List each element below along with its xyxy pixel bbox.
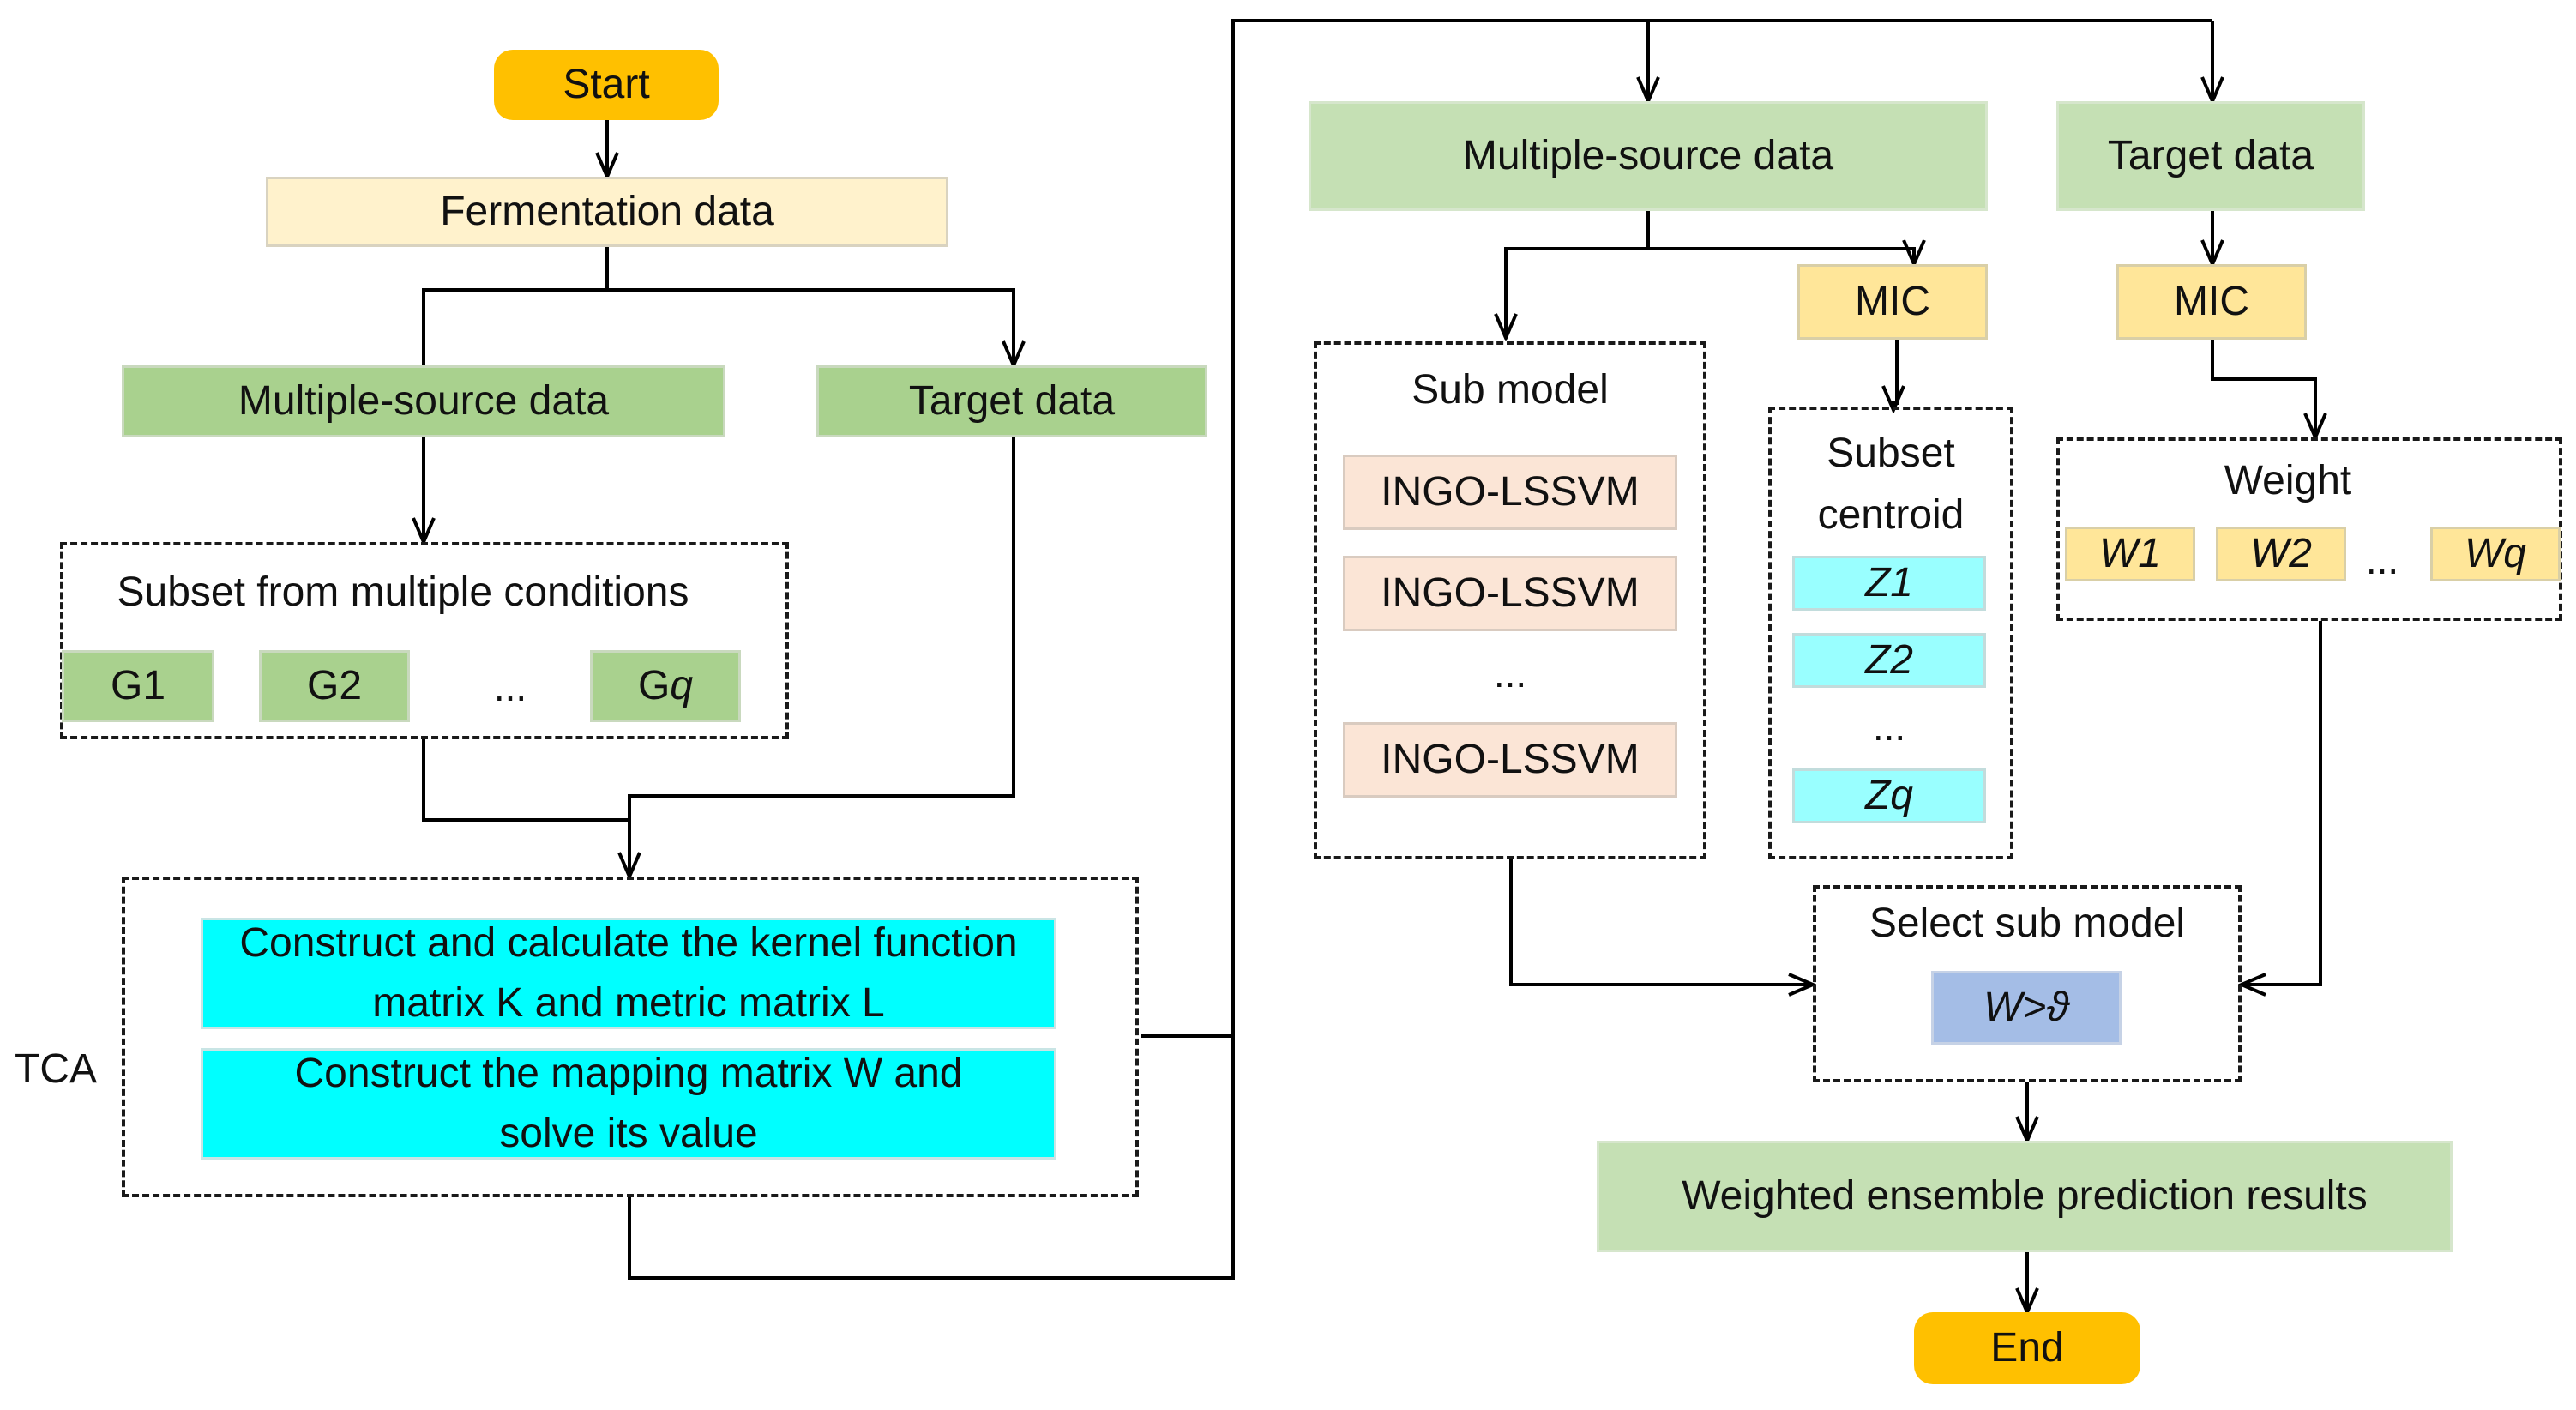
sub-model-item-label: INGO-LSSVM [1381, 737, 1640, 783]
arrow-weight-to-select [2242, 621, 2322, 985]
fermentation-data-box: Fermentation data [266, 177, 948, 247]
kernel-matrix-step: Construct and calculate the kernel funct… [201, 918, 1056, 1029]
end-terminal: End [1914, 1312, 2140, 1384]
arrow-target-to-tca [629, 437, 1015, 877]
centroid-item: Z1 [1792, 556, 1986, 611]
subset-centroid-title-line1: Subset [1827, 431, 1955, 476]
arrow-mic-to-weight [2211, 340, 2315, 437]
weight-item-label: W1 [2099, 531, 2161, 577]
subset-gq-label: Gq [638, 656, 693, 716]
select-threshold-box: W>ϑ [1931, 971, 2122, 1045]
centroid-item-label: Zq [1864, 773, 1913, 819]
subset-centroid-title-line2: centroid [1817, 492, 1965, 538]
weight-item: Wq [2430, 527, 2561, 581]
select-threshold-label: W>ϑ [1983, 985, 2069, 1031]
line-top-loop [1231, 19, 2212, 1036]
right-target-data-box: Target data [2056, 101, 2365, 211]
subset-group [60, 542, 789, 739]
start-terminal: Start [494, 50, 719, 120]
select-sub-model-group [1813, 885, 2242, 1082]
centroid-ellipsis: ... [1872, 704, 1906, 749]
subset-g1-label: G1 [110, 663, 166, 709]
arrow-mic-to-centroid [1893, 340, 1897, 410]
arrow-fermentation-split [422, 247, 1014, 365]
centroid-item: Zq [1792, 768, 1986, 823]
centroid-item: Z2 [1792, 633, 1986, 688]
sub-model-item: INGO-LSSVM [1343, 556, 1677, 631]
arrow-multisource-to-mic [1648, 249, 1914, 264]
tca-label: TCA [15, 1046, 97, 1092]
left-multiple-source-label: Multiple-source data [238, 378, 610, 425]
kernel-matrix-step-label: Construct and calculate the kernel funct… [239, 920, 1018, 1026]
subset-title: Subset from multiple conditions [117, 569, 689, 615]
weight-ellipsis: ... [2365, 538, 2399, 582]
weight-item-label: W2 [2250, 531, 2312, 577]
sub-model-item: INGO-LSSVM [1343, 455, 1677, 530]
mic-source-label: MIC [1855, 279, 1930, 325]
mic-source-box: MIC [1797, 264, 1988, 340]
subset-gq-prefix: G [637, 663, 671, 709]
sub-model-item-label: INGO-LSSVM [1381, 570, 1640, 617]
subset-g1: G1 [62, 650, 214, 722]
subset-centroid-group [1768, 407, 2013, 859]
mapping-matrix-step-label: Construct the mapping matrix W and solve… [294, 1051, 963, 1156]
left-target-data-box: Target data [816, 365, 1207, 437]
select-sub-model-title: Select sub model [1869, 901, 2186, 946]
weight-item-label: Wq [2465, 531, 2526, 577]
mic-target-label: MIC [2174, 279, 2249, 325]
start-label: Start [563, 62, 650, 108]
weight-group [2056, 437, 2562, 621]
right-multiple-source-label: Multiple-source data [1462, 133, 1834, 179]
arrow-submodel-to-select [1509, 859, 1813, 985]
weight-item: W2 [2216, 527, 2346, 581]
sub-model-ellipsis: ... [1493, 651, 1527, 696]
left-multiple-source-box: Multiple-source data [122, 365, 725, 437]
subset-gq-suffix: q [670, 663, 694, 709]
mapping-matrix-step: Construct the mapping matrix W and solve… [201, 1048, 1056, 1160]
right-multiple-source-box: Multiple-source data [1309, 101, 1988, 211]
line-tca-to-right [628, 1034, 1235, 1280]
subset-g2-label: G2 [306, 663, 363, 709]
subset-gq: Gq [590, 650, 741, 722]
arrow-multisource-to-submodel [1506, 211, 1650, 338]
sub-model-item: INGO-LSSVM [1343, 722, 1677, 798]
centroid-item-label: Z1 [1864, 560, 1913, 606]
mic-target-box: MIC [2116, 264, 2307, 340]
right-target-data-label: Target data [2107, 133, 2314, 179]
subset-g2: G2 [259, 650, 410, 722]
subset-ellipsis: ... [493, 665, 527, 709]
fermentation-data-label: Fermentation data [440, 189, 774, 235]
left-target-data-label: Target data [908, 378, 1116, 425]
end-label: End [1990, 1325, 2064, 1371]
weight-item: W1 [2065, 527, 2195, 581]
line-subset-down [422, 739, 629, 822]
weighted-result-label: Weighted ensemble prediction results [1682, 1173, 2368, 1220]
sub-model-title: Sub model [1411, 367, 1609, 413]
sub-model-group [1314, 341, 1706, 859]
sub-model-item-label: INGO-LSSVM [1381, 469, 1640, 515]
tca-group [122, 877, 1139, 1197]
centroid-item-label: Z2 [1864, 637, 1913, 684]
weight-title: Weight [2224, 458, 2352, 503]
weighted-result-box: Weighted ensemble prediction results [1597, 1141, 2453, 1252]
